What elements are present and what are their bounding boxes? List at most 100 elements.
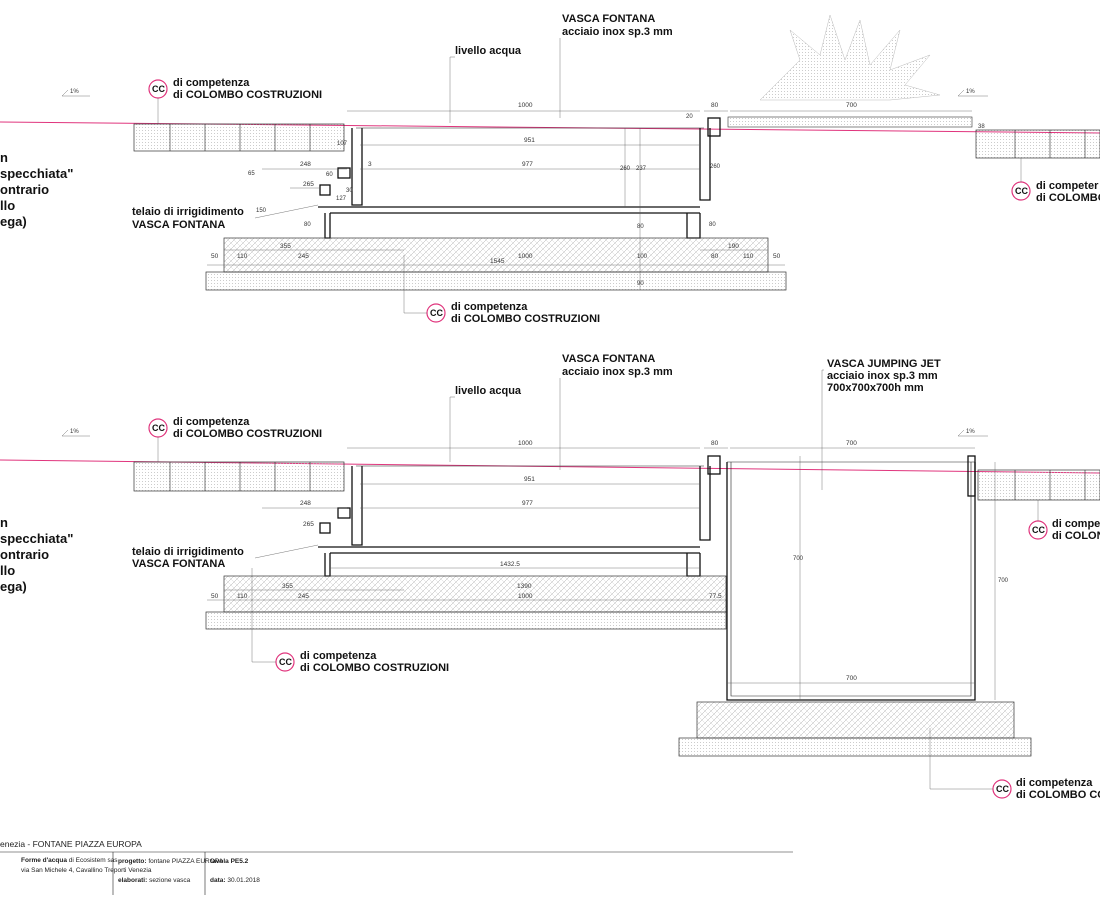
- svg-text:3: 3: [368, 161, 372, 168]
- title-block-header: enezia - FONTANE PIAZZA EUROPA: [0, 839, 142, 849]
- svg-text:260: 260: [710, 164, 721, 170]
- svg-text:llo: llo: [0, 198, 15, 213]
- svg-text:127: 127: [336, 196, 347, 202]
- svg-text:700: 700: [846, 102, 857, 109]
- svg-text:VASCA JUMPING JET: VASCA JUMPING JET: [827, 358, 941, 370]
- svg-text:260: 260: [620, 166, 631, 172]
- svg-text:n: n: [0, 515, 8, 530]
- svg-text:di compe: di compe: [1052, 518, 1100, 530]
- svg-text:1000: 1000: [518, 102, 533, 109]
- svg-text:VASCA FONTANA: VASCA FONTANA: [562, 353, 655, 365]
- dimension-lines: [207, 110, 972, 290]
- svg-text:di competer: di competer: [1036, 180, 1099, 192]
- svg-text:1000: 1000: [518, 440, 533, 447]
- svg-text:38: 38: [978, 124, 985, 130]
- svg-text:90: 90: [637, 281, 644, 287]
- svg-text:acciaio inox sp.3 mm: acciaio inox sp.3 mm: [827, 370, 938, 382]
- svg-text:110: 110: [743, 253, 754, 260]
- svg-text:CC: CC: [152, 84, 165, 94]
- svg-text:190: 190: [728, 243, 739, 250]
- paving-left: [133, 123, 345, 152]
- svg-text:1000: 1000: [518, 253, 533, 260]
- svg-text:acciaio inox sp.3 mm: acciaio inox sp.3 mm: [562, 366, 673, 378]
- left-note-fragment-2: n specchiata" ontrario llo ega): [0, 515, 73, 594]
- frame-label: telaio di irrigidimento VASCA FONTANA: [132, 204, 319, 231]
- svg-text:livello acqua: livello acqua: [455, 45, 522, 57]
- svg-text:80: 80: [709, 222, 716, 228]
- svg-text:50: 50: [211, 253, 219, 260]
- svg-text:107: 107: [337, 141, 348, 147]
- foundation-slab-2: [223, 575, 727, 613]
- svg-text:VASCA FONTANA: VASCA FONTANA: [132, 558, 225, 570]
- svg-text:di COLOMBO COSTRUZIONI: di COLOMBO COSTRUZIONI: [300, 662, 449, 674]
- lean-concrete-2: [205, 611, 727, 630]
- svg-text:265: 265: [303, 181, 314, 188]
- svg-text:ega): ega): [0, 214, 27, 229]
- svg-text:80: 80: [711, 440, 719, 447]
- svg-text:specchiata": specchiata": [0, 166, 73, 181]
- svg-text:80: 80: [711, 102, 719, 109]
- svg-text:110: 110: [237, 253, 248, 260]
- svg-text:1%: 1%: [966, 429, 975, 435]
- svg-text:1%: 1%: [966, 89, 975, 95]
- svg-text:65: 65: [248, 171, 255, 177]
- paving-right: [975, 129, 1100, 159]
- water-level-label-2: livello acqua: [449, 385, 522, 462]
- jet-title-label: VASCA JUMPING JET acciaio inox sp.3 mm 7…: [821, 358, 941, 490]
- svg-text:di competenza: di competenza: [173, 77, 250, 89]
- pool-basin-2: [318, 455, 721, 577]
- jet-lean-concrete: [678, 737, 1032, 757]
- svg-text:telaio di irrigidimento: telaio di irrigidimento: [132, 206, 244, 218]
- svg-text:700x700x700h mm: 700x700x700h mm: [827, 382, 924, 394]
- bottom-section: 1% 1%: [0, 353, 1100, 801]
- foundation-slab: [223, 237, 769, 273]
- slope-marker-right: 1%: [957, 89, 988, 97]
- svg-text:700: 700: [846, 440, 857, 447]
- svg-text:1432.5: 1432.5: [500, 561, 520, 568]
- dimension-labels-2: 1000 80 700 951 248 977 265 1432.5 355 1…: [211, 440, 1009, 682]
- svg-text:50: 50: [773, 253, 781, 260]
- cc-badge-top-right: CC di competer di COLOMBO: [1011, 158, 1100, 204]
- svg-text:ontrario: ontrario: [0, 547, 49, 562]
- slope-marker-left: 1%: [61, 89, 90, 97]
- cc-badge-bottom-jet: CC di competenza di COLOMBO CO: [929, 728, 1100, 801]
- svg-text:di COLOMBO COSTRUZIONI: di COLOMBO COSTRUZIONI: [173, 428, 322, 440]
- svg-text:CC: CC: [430, 308, 443, 318]
- frame-label-2: telaio di irrigidimento VASCA FONTANA: [132, 544, 319, 570]
- svg-text:di COLOMBO COSTRUZIONI: di COLOMBO COSTRUZIONI: [451, 313, 600, 325]
- svg-text:951: 951: [524, 137, 535, 144]
- svg-text:355: 355: [282, 583, 293, 590]
- elaborati-field: elaborati: sezione vasca: [118, 877, 191, 884]
- svg-text:30: 30: [346, 188, 353, 194]
- svg-text:150: 150: [256, 208, 267, 214]
- svg-text:977: 977: [522, 500, 533, 507]
- svg-text:700: 700: [793, 556, 804, 562]
- cc-badge-top-bottom: CC di competenza di COLOMBO COSTRUZIONI: [403, 255, 600, 325]
- svg-text:700: 700: [846, 675, 857, 682]
- svg-text:700: 700: [998, 578, 1009, 584]
- svg-text:telaio di irrigidimento: telaio di irrigidimento: [132, 546, 244, 558]
- svg-text:1%: 1%: [70, 89, 79, 95]
- svg-text:di COLOMBO COSTRUZIONI: di COLOMBO COSTRUZIONI: [173, 89, 322, 101]
- svg-text:livello acqua: livello acqua: [455, 385, 522, 397]
- svg-text:50: 50: [211, 593, 219, 600]
- svg-text:1390: 1390: [517, 583, 532, 590]
- svg-text:di competenza: di competenza: [1016, 777, 1093, 789]
- lean-concrete: [205, 271, 787, 291]
- cover-slab-right: [727, 116, 973, 128]
- tree-sketch: [759, 14, 941, 101]
- paving-right-2: [977, 469, 1100, 501]
- date-field: data: 30.01.2018: [210, 877, 260, 884]
- dimension-labels: 1000 80 700 20 38 951 107 248 3 977 260 …: [211, 102, 985, 287]
- svg-text:n: n: [0, 150, 8, 165]
- pool-basin: [318, 117, 721, 239]
- left-note-fragment: n specchiata" ontrario llo ega): [0, 150, 73, 229]
- pool-title-label-2: VASCA FONTANA acciaio inox sp.3 mm: [559, 353, 673, 470]
- company-name: Forme d'acqua di Ecosistem sas: [21, 857, 118, 864]
- svg-text:CC: CC: [1032, 525, 1045, 535]
- svg-text:CC: CC: [152, 423, 165, 433]
- svg-text:951: 951: [524, 476, 535, 483]
- svg-text:1545: 1545: [490, 258, 505, 265]
- svg-text:specchiata": specchiata": [0, 531, 73, 546]
